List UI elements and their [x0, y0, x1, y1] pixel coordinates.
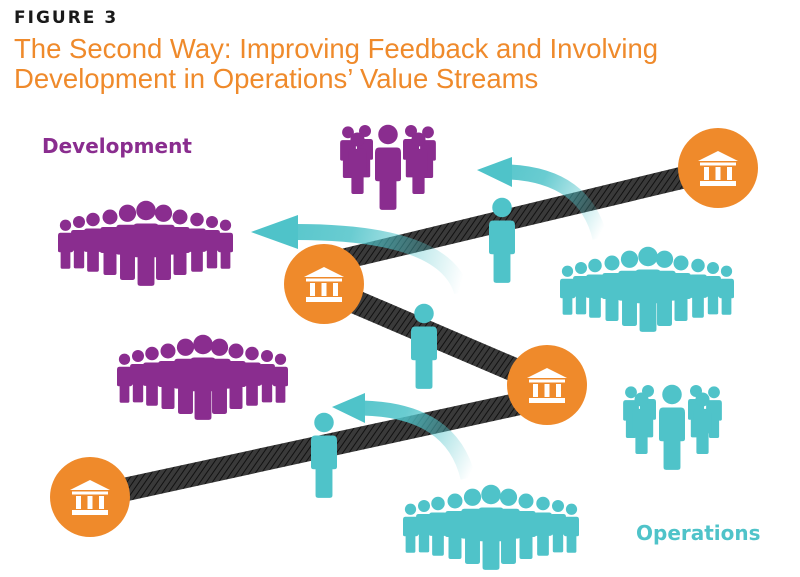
- person-icon: [411, 303, 437, 389]
- development-crowd-top: [340, 124, 436, 210]
- feedback-person-upper: [489, 197, 515, 283]
- feedback-person-lower: [311, 412, 337, 498]
- person-icon: [693, 392, 712, 454]
- person-icon: [409, 132, 428, 194]
- operations-crowd-bottom: [403, 484, 579, 570]
- person-icon: [632, 392, 651, 454]
- person-icon: [719, 265, 734, 315]
- feedback-arrow-icon: [251, 215, 470, 295]
- person-icon: [564, 503, 579, 553]
- person-icon: [478, 484, 504, 570]
- figure-label: FIGURE 3: [14, 8, 119, 28]
- person-icon: [489, 197, 515, 283]
- person-icon: [188, 212, 206, 272]
- person-icon: [133, 200, 159, 286]
- hub-bottom-left: [50, 457, 130, 537]
- person-icon: [429, 496, 447, 556]
- person-icon: [259, 350, 275, 403]
- person-icon: [204, 216, 220, 269]
- operations-label: Operations: [636, 521, 761, 545]
- development-crowd-left: [58, 200, 233, 286]
- person-icon: [689, 258, 707, 318]
- development-label: Development: [42, 134, 192, 158]
- hub-middle-left: [284, 244, 364, 324]
- figure-title-line-1: The Second Way: Improving Feedback and I…: [14, 33, 659, 64]
- person-icon: [58, 219, 73, 269]
- operations-crowd-middle: [623, 384, 722, 470]
- person-icon: [84, 212, 102, 272]
- person-icon: [659, 384, 685, 470]
- person-icon: [375, 124, 401, 210]
- feedback-arrow-icon: [332, 393, 476, 480]
- feedback-person-middle: [411, 303, 437, 389]
- person-icon: [403, 503, 418, 553]
- person-icon: [550, 500, 566, 553]
- feedback-arrow-icon: [477, 157, 608, 240]
- feedback-arrows: [251, 157, 608, 480]
- figure-title-line-2: Development in Operations’ Value Streams: [14, 63, 539, 94]
- person-icon: [273, 353, 288, 403]
- person-icon: [705, 262, 721, 315]
- person-icon: [311, 412, 337, 498]
- operations-crowd-right: [560, 246, 734, 332]
- hub-middle-right: [507, 345, 587, 425]
- person-icon: [348, 132, 367, 194]
- person-icon: [560, 265, 575, 315]
- value-stream-band-diagonal: [325, 280, 550, 394]
- hub-top-right: [678, 128, 758, 208]
- person-icon: [218, 219, 233, 269]
- person-icon: [117, 353, 132, 403]
- development-crowd-bottom: [117, 334, 288, 420]
- person-icon: [586, 258, 604, 318]
- person-icon: [534, 496, 552, 556]
